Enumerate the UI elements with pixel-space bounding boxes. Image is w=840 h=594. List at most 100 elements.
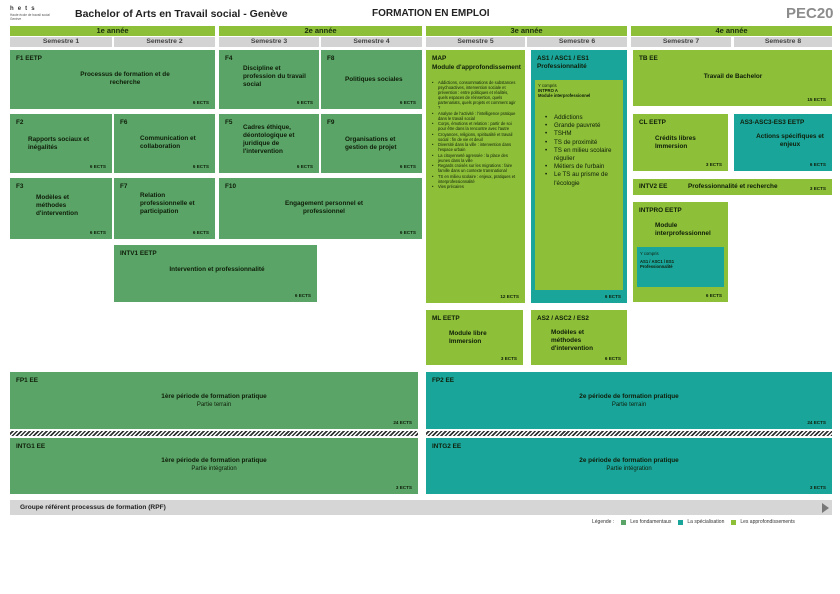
module-ects: 6 ECTS [296, 100, 313, 105]
list-item: TSHM [545, 130, 619, 138]
module-ects: 24 ECTS [807, 420, 826, 425]
list-item: Diversité dans la ville : intervention d… [432, 142, 516, 152]
module-title: 1ère période de formation pratique [161, 457, 267, 464]
module-code: AS1 / ASC1 / ES1 [537, 55, 589, 62]
module-ects: 6 ECTS [89, 164, 106, 169]
module-title: Professionnalité et recherche [688, 183, 778, 190]
module-as2: AS2 / ASC2 / ES2 Modèles et méthodes d'i… [531, 310, 627, 365]
legend: Légende : Les fondamentaux La spécialisa… [592, 519, 795, 525]
legend-item-deepening: Les approfondissements [740, 519, 795, 525]
module-as1: AS1 / ASC1 / ES1 Professionnalité Y comp… [531, 50, 627, 303]
module-ects: 15 ECTS [807, 97, 826, 102]
module-code: F2 [16, 119, 24, 126]
play-arrow-icon[interactable] [822, 503, 829, 513]
module-fp1: FP1 EE 1ère période de formation pratiqu… [10, 372, 418, 429]
year-3-header: 3e année [426, 26, 627, 36]
module-code: F6 [120, 119, 128, 126]
list-item: La citoyenneté agressée : la place des j… [432, 153, 516, 163]
hatch-divider [10, 431, 418, 436]
module-ects: 24 ECTS [393, 420, 412, 425]
module-ects: 3 ECTS [500, 356, 517, 361]
semester-3-header: Semestre 3 [219, 37, 319, 47]
module-ects: 6 ECTS [604, 356, 621, 361]
year-2-header: 2e année [219, 26, 422, 36]
module-subtitle: Module d'approfondissement [432, 64, 521, 71]
module-code: F9 [327, 119, 335, 126]
module-subtitle: Partie terrain [611, 402, 647, 408]
list-item: Le TS au prisme de l'écologie [545, 171, 619, 187]
legend-swatch-deepening [731, 519, 737, 525]
module-ects: 6 ECTS [705, 293, 722, 298]
rpf-bar: Groupe référent processus de formation (… [10, 500, 832, 515]
hatch-divider [426, 431, 832, 436]
module-intv2: INTV2 EE Professionnalité et recherche 3… [633, 179, 832, 195]
module-f2: F2 Rapports sociaux et inégalités 6 ECTS [10, 114, 112, 173]
module-title: Communication et collaboration [140, 135, 196, 150]
module-title: Crédits libres Immersion [655, 135, 696, 150]
module-f8: F8 Politiques sociales 6 ECTS [321, 50, 422, 109]
semester-8-header: Semestre 8 [734, 37, 832, 47]
module-f9: F9 Organisations et gestion de projet 6 … [321, 114, 422, 173]
page-title: FORMATION EN EMPLOI [372, 8, 490, 19]
list-item: TS en milieu scolaire : enjeux, pratique… [432, 174, 516, 184]
module-code: INTV1 EETP [120, 250, 157, 257]
module-title: Politiques sociales [345, 76, 403, 83]
module-code: F1 EETP [16, 55, 42, 62]
module-ects: 6 ECTS [192, 230, 209, 235]
inner-code: INTPRO A [538, 88, 558, 93]
module-title: Discipline et profession du travail soci… [243, 65, 306, 88]
list-item: Regards croisés sur les migrations : fai… [432, 163, 516, 173]
module-code: AS2 / ASC2 / ES2 [537, 315, 589, 322]
module-code: AS3-ASC3-ES3 EETP [740, 119, 805, 126]
module-intpro: INTPRO EETP Module interprofessionnel Y … [633, 202, 728, 302]
module-f3: F3 Modèles et méthodes d'intervention 6 … [10, 178, 112, 239]
module-cl: CL EETP Crédits libres Immersion 3 ECTS [633, 114, 728, 171]
module-title: Modèles et méthodes d'intervention [36, 194, 78, 217]
module-code: INTV2 EE [639, 183, 668, 190]
list-item: Croyances, religions, spiritualité et tr… [432, 132, 516, 142]
list-item: TS de proximité [545, 139, 619, 147]
module-code: TB EE [639, 55, 658, 62]
module-subtitle: Partie intégration [606, 466, 652, 472]
module-title: 2e période de formation pratique [579, 393, 679, 400]
module-ects: 6 ECTS [399, 164, 416, 169]
list-item: Métiers de l'urbain [545, 163, 619, 171]
rpf-label: Groupe référent processus de formation (… [20, 504, 166, 511]
module-ects: 6 ECTS [604, 294, 621, 299]
semester-7-header: Semestre 7 [631, 37, 731, 47]
inner-title: Module interprofessionnel [538, 93, 591, 98]
module-title: Actions spécifiques et enjeux [756, 133, 824, 148]
module-f5: F5 Cadres éthique, déontologique et juri… [219, 114, 319, 173]
module-code: INTG2 EE [432, 443, 462, 450]
module-ects: 6 ECTS [809, 162, 826, 167]
hets-logo: h e t s Haute école de travail social Ge… [10, 6, 58, 28]
module-ects: 3 ECTS [705, 162, 722, 167]
semester-6-header: Semestre 6 [527, 37, 627, 47]
program-title: Bachelor of Arts en Travail social - Gen… [75, 8, 288, 20]
module-code: F5 [225, 119, 233, 126]
module-ects: 3 ECTS [809, 186, 826, 191]
legend-swatch-specialisation [678, 519, 684, 525]
intpro-included-panel: Y compris AS1 / ASC1 / ES1 Professionnal… [637, 247, 724, 287]
module-ects: 6 ECTS [296, 164, 313, 169]
module-subtitle: Partie intégration [191, 466, 237, 472]
semester-5-header: Semestre 5 [426, 37, 525, 47]
module-code: MAP [432, 55, 447, 62]
module-ects: 6 ECTS [192, 164, 209, 169]
logo-mark: h e t s [10, 6, 36, 12]
year-4-header: 4e année [631, 26, 832, 36]
module-ects: 6 ECTS [399, 230, 416, 235]
list-item: Addictions, consommations de substances … [432, 80, 516, 110]
module-as3: AS3-ASC3-ES3 EETP Actions spécifiques et… [734, 114, 832, 171]
module-code: INTPRO EETP [639, 207, 682, 214]
module-ects: 12 ECTS [500, 294, 519, 299]
module-f1: F1 EETP Processus de formation et de rec… [10, 50, 215, 109]
module-code: F3 [16, 183, 24, 190]
logo-subtitle: Haute école de travail social Genève [10, 13, 50, 21]
module-title: 1ère période de formation pratique [161, 393, 267, 400]
module-code: ML EETP [432, 315, 460, 322]
module-code: INTG1 EE [16, 443, 46, 450]
module-ects: 6 ECTS [399, 100, 416, 105]
module-map: MAP Module d'approfondissement Addiction… [426, 50, 525, 303]
module-title: Travail de Bachelor [703, 73, 763, 80]
